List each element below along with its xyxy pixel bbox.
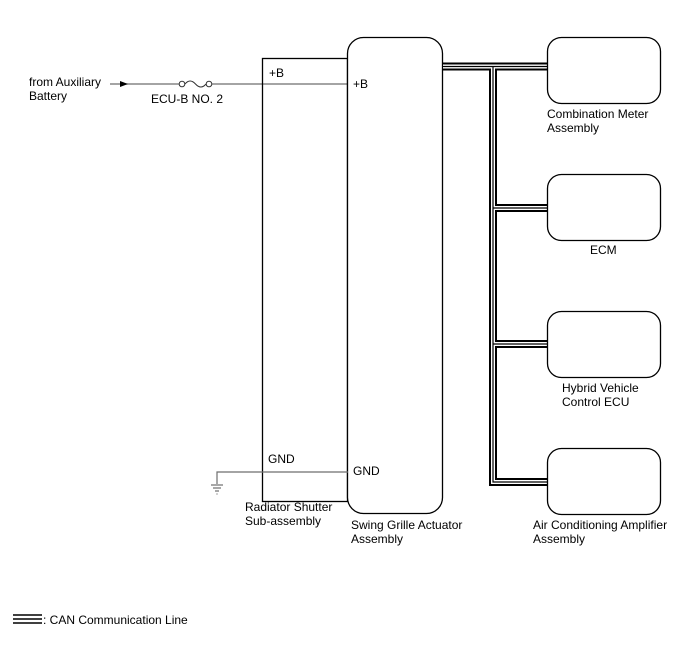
radiator-shutter-pin-b: +B: [269, 66, 285, 80]
actuator-name-2: Assembly: [351, 532, 404, 546]
power-source-label-2: Battery: [29, 89, 68, 103]
hybrid-ecu-name-2: Control ECU: [562, 395, 630, 409]
fuse-label: ECU-B NO. 2: [151, 92, 224, 106]
can-bus: [443, 62, 548, 486]
swing-grille-actuator-box: [346, 36, 444, 515]
combination-meter-box: [546, 36, 662, 105]
hybrid-ecu-name: Hybrid Vehicle: [562, 381, 639, 395]
radiator-shutter-box: [261, 57, 349, 503]
ground-wire: [216, 471, 348, 484]
power-source-label: from Auxiliary: [29, 75, 102, 89]
ac-amplifier-name: Air Conditioning Amplifier: [533, 518, 668, 532]
radiator-shutter-pin-gnd: GND: [268, 452, 295, 466]
radiator-shutter-name-2: Sub-assembly: [245, 514, 322, 528]
combination-meter-name: Combination Meter: [547, 107, 649, 121]
can-legend-label: : CAN Communication Line: [43, 613, 188, 627]
ecm-box: [546, 173, 662, 242]
ac-amplifier-box: [546, 447, 662, 516]
actuator-pin-b: +B: [353, 77, 369, 91]
ecm-name: ECM: [590, 243, 617, 257]
hybrid-ecu-box: [546, 310, 662, 379]
ground-icon: [211, 484, 223, 495]
ac-amplifier-name-2: Assembly: [533, 532, 586, 546]
fuse-icon: [178, 80, 213, 88]
actuator-name: Swing Grille Actuator: [351, 518, 463, 532]
can-legend-icon: [13, 614, 42, 624]
arrow-icon: [120, 81, 128, 87]
radiator-shutter-name: Radiator Shutter: [245, 500, 333, 514]
combination-meter-name-2: Assembly: [547, 121, 600, 135]
actuator-pin-gnd: GND: [353, 464, 380, 478]
